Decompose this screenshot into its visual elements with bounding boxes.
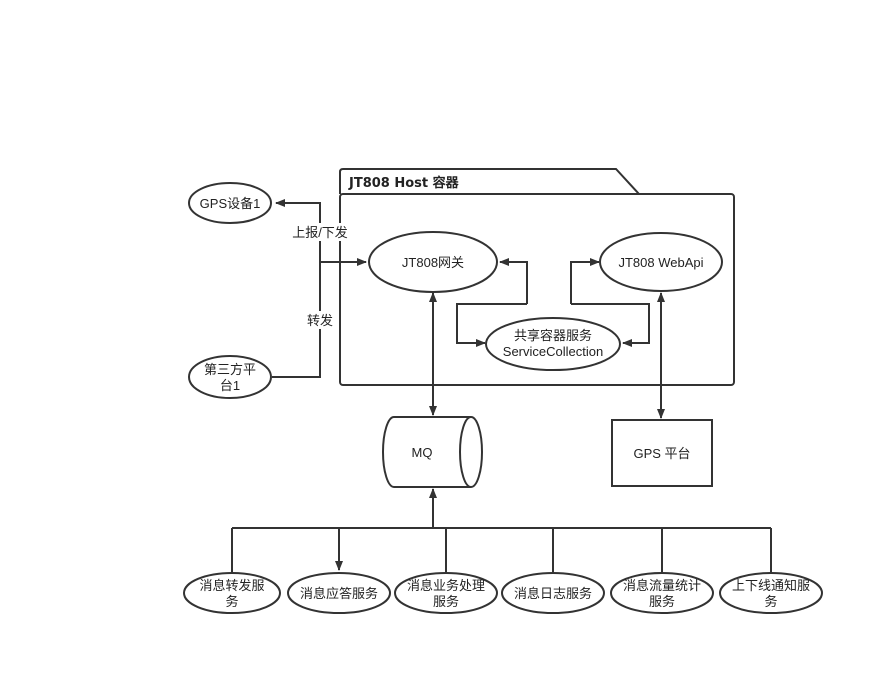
service-1-line2: 务 [225,594,238,609]
node-third-party: 第三方平 台1 [188,355,272,399]
service-2-line1: 消息应答服务 [300,586,378,601]
mq-cylinder-body [382,416,483,488]
node-webapi-label: JT808 WebApi [618,255,703,270]
edge-third-party [272,262,321,378]
service-4-line1: 消息日志服务 [514,586,592,601]
service-5: 消息流量统计 服务 [610,572,714,614]
edge-to-webapi [570,258,600,304]
node-gps-device-label: GPS设备1 [200,196,261,211]
service-6: 上下线通知服 务 [719,572,823,614]
mq-cylinder-cap [459,416,472,488]
container-title: JT808 Host 容器 [348,175,460,191]
service-2: 消息应答服务 [287,572,391,614]
node-shared-container: 共享容器服务 ServiceCollection [485,317,621,371]
edge-label-report-send: 上报/下发 [292,225,348,240]
edge-gateway-to-gps [275,199,321,262]
node-gps-device: GPS设备1 [188,182,272,224]
node-mq-label: MQ [412,445,433,460]
service-1-line1: 消息转发服 [199,578,264,593]
node-mq: MQ [382,416,483,488]
service-3-line1: 消息业务处理 [407,578,485,593]
edge-labels: 上报/下发 转发 [289,223,351,329]
node-webapi: JT808 WebApi [599,232,723,292]
node-shared-line2: ServiceCollection [503,344,603,359]
service-1: 消息转发服 务 [183,572,281,614]
node-third-party-line1: 第三方平 [204,362,256,377]
node-third-party-line2: 台1 [220,378,240,393]
node-gateway-label: JT808网关 [402,255,464,270]
connectors [231,199,772,572]
edge-webapi-to-shared [571,303,650,347]
service-3-line2: 服务 [433,594,459,609]
node-gps-platform-label: GPS 平台 [633,446,690,461]
service-3: 消息业务处理 服务 [394,572,498,614]
service-4: 消息日志服务 [501,572,605,614]
service-6-line2: 务 [764,594,777,609]
service-6-line1: 上下线通知服 [732,578,810,593]
node-gps-platform: GPS 平台 [611,419,713,487]
edge-gateway-to-shared [456,303,527,347]
service-5-line2: 服务 [649,594,675,609]
edge-label-forward: 转发 [307,313,333,328]
service-5-line1: 消息流量统计 [623,578,701,593]
node-gateway: JT808网关 [368,231,498,293]
node-shared-line1: 共享容器服务 [514,328,592,343]
container-tab [339,168,640,195]
edge-shared-to-gateway [499,258,528,304]
